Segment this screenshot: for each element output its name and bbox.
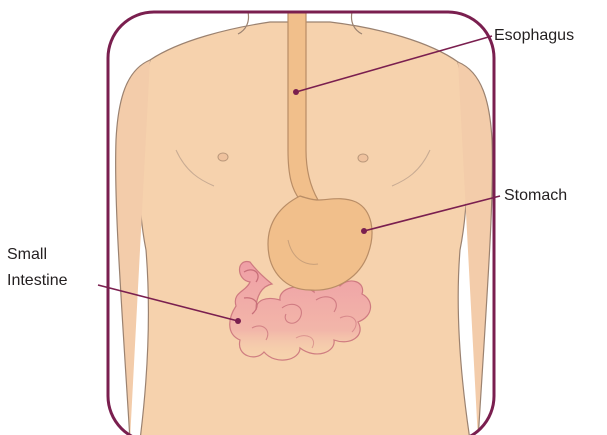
esophagus-label: Esophagus bbox=[494, 27, 574, 44]
right-arm-outline bbox=[458, 62, 492, 435]
left-arm-outline bbox=[116, 60, 150, 435]
left-nipple bbox=[218, 153, 228, 161]
small-intestine-label-line1: Small bbox=[7, 246, 47, 263]
small-intestine-label-line2: Intestine bbox=[7, 272, 68, 289]
stomach-label: Stomach bbox=[504, 187, 567, 204]
right-nipple bbox=[358, 154, 368, 162]
